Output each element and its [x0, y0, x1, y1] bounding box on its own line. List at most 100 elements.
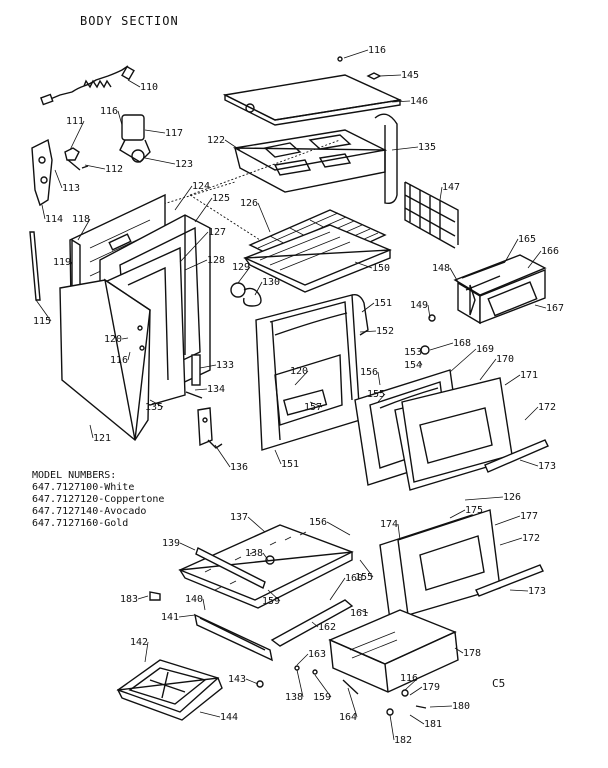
callout-177: 177	[494, 511, 538, 526]
callout-121: 121	[89, 424, 111, 444]
control-console	[453, 254, 547, 325]
callout-149: 149	[410, 300, 431, 319]
leader-line	[149, 399, 164, 408]
leader-line	[69, 120, 85, 151]
callout-138: 138	[245, 548, 269, 561]
callout-label: 128	[207, 255, 225, 266]
page-code: C5	[492, 677, 506, 690]
callout-119: 119	[53, 257, 73, 268]
callout-label: 143	[228, 674, 246, 685]
callout-label: 116	[100, 106, 118, 117]
callout-163: 163	[296, 649, 326, 666]
oven-door-frame	[255, 293, 369, 451]
callout-label: 115	[33, 316, 51, 327]
callout-label: 144	[220, 712, 238, 723]
callout-label: 178	[463, 648, 481, 659]
drawer-handle	[475, 564, 544, 597]
callout-148: 148	[432, 263, 459, 283]
burner-valve-assembly	[64, 114, 151, 171]
callout-172: 172	[524, 402, 556, 421]
callout-label: 126	[240, 198, 258, 209]
burner-box	[232, 129, 388, 193]
leader-line	[361, 302, 375, 313]
leader-line	[314, 674, 332, 698]
broiler-pan	[243, 224, 392, 293]
callout-label: 168	[453, 338, 471, 349]
leader-line	[54, 169, 63, 189]
model-number-item: 647.7127140-Avocado	[32, 506, 147, 517]
leader-line	[144, 157, 176, 165]
leader-line	[296, 669, 304, 698]
callout-142: 142	[130, 637, 149, 663]
callout-116: 116	[400, 673, 419, 691]
leader-line	[127, 351, 131, 361]
callout-label: 151	[281, 459, 299, 470]
callout-178: 178	[454, 647, 481, 659]
callout-label: 169	[476, 344, 494, 355]
callout-115: 115	[33, 299, 52, 327]
screw	[265, 555, 275, 565]
leader-line	[429, 342, 454, 351]
leader-line	[137, 595, 149, 600]
callout-126: 126	[464, 492, 521, 503]
roller	[342, 679, 359, 695]
thermostat-bulb	[230, 282, 262, 307]
oven-door	[394, 377, 513, 491]
callout-174: 174	[380, 519, 401, 541]
callout-label: 149	[410, 300, 428, 311]
leader-line	[257, 202, 271, 233]
callout-label: 120	[290, 366, 308, 377]
callout-label: 114	[45, 214, 63, 225]
callout-label: 180	[452, 701, 470, 712]
leader-line	[377, 371, 381, 386]
callout-label: 170	[496, 354, 514, 365]
leader-line	[509, 589, 529, 592]
callout-label: 125	[212, 193, 230, 204]
side-bracket	[31, 138, 53, 207]
outer-side-panel	[59, 278, 151, 442]
leader-line	[429, 705, 453, 708]
callout-label: 140	[185, 594, 203, 605]
callout-173: 173	[519, 459, 556, 472]
leader-line	[77, 218, 91, 241]
screw	[428, 314, 436, 322]
callout-155: 155	[367, 389, 386, 403]
callout-label: 123	[175, 159, 193, 170]
screw	[294, 665, 300, 671]
leader-line	[311, 621, 319, 628]
leader-line	[199, 711, 221, 718]
callout-label: 167	[546, 303, 564, 314]
callout-159: 159	[313, 674, 332, 703]
callout-169: 169	[449, 344, 494, 373]
callout-172: 172	[499, 533, 540, 546]
callout-label: 177	[520, 511, 538, 522]
callout-146: 146	[391, 96, 428, 107]
callout-label: 161	[350, 608, 368, 619]
leader-line	[174, 185, 193, 211]
callout-label: 183	[120, 594, 138, 605]
leader-line	[296, 653, 309, 666]
callout-label: 137	[230, 512, 248, 523]
callout-137: 137	[230, 512, 266, 533]
callout-label: 155	[367, 389, 385, 400]
leader-line	[199, 364, 217, 369]
leader-line	[419, 361, 423, 366]
leader-line	[354, 261, 373, 269]
leader-line	[524, 406, 539, 421]
leader-line	[326, 521, 351, 536]
callout-129: 129	[232, 262, 251, 284]
callout-label: 172	[522, 533, 540, 544]
model-numbers-heading: MODEL NUMBERS:	[32, 470, 117, 481]
storage-drawer	[328, 609, 459, 693]
leader-line	[427, 304, 431, 319]
screw	[401, 689, 409, 697]
callout-label: 145	[401, 70, 419, 81]
clip-part	[149, 591, 161, 601]
leader-line	[121, 337, 129, 340]
callout-114: 114	[41, 204, 63, 225]
screw	[312, 669, 318, 675]
callout-171: 171	[504, 370, 538, 386]
leader-line	[519, 459, 539, 467]
leader-line	[343, 49, 369, 59]
callout-label: 116	[400, 673, 418, 684]
